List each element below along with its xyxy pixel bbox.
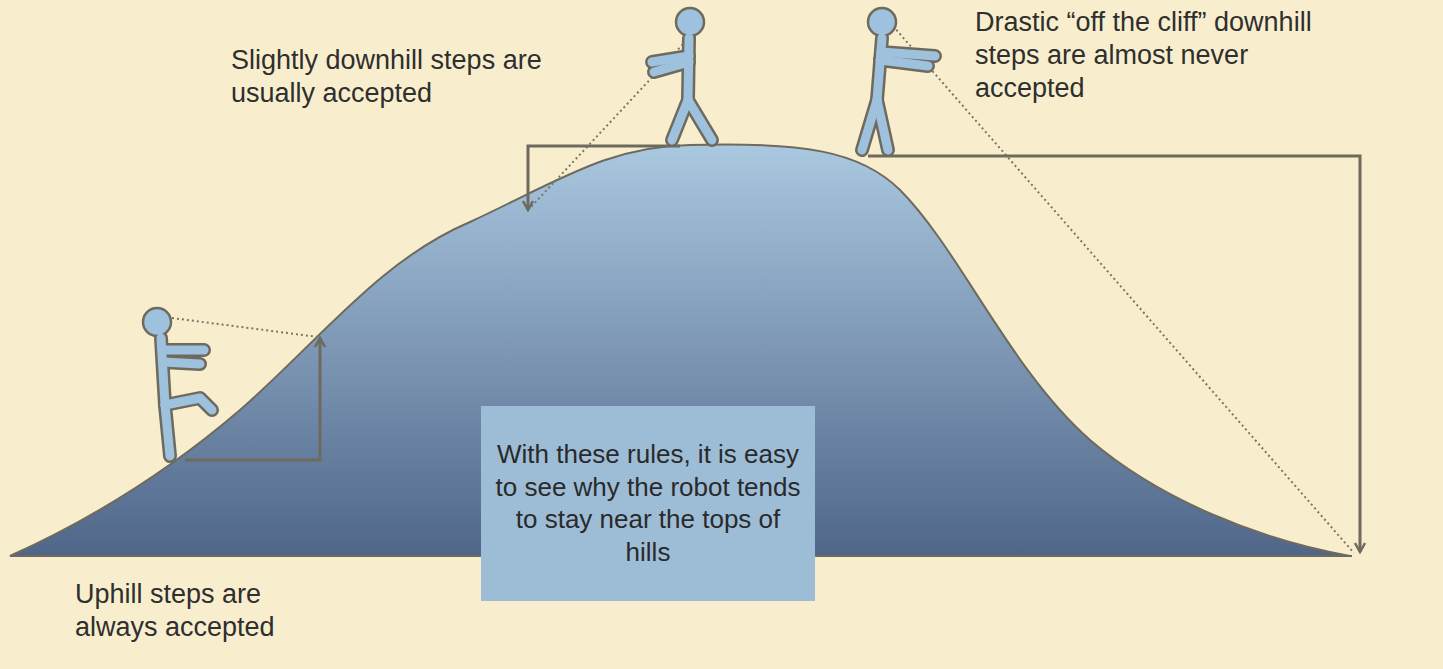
robot-limb	[688, 38, 689, 100]
robot-limb	[881, 52, 935, 56]
robot	[652, 8, 712, 140]
robot-limb	[672, 100, 688, 140]
robot	[143, 308, 212, 456]
robot-limb	[163, 362, 200, 364]
robot-limb	[688, 100, 712, 140]
robot-limb	[162, 346, 204, 355]
robot-limb	[877, 38, 882, 100]
note-label: Uphill steps are always accepted	[75, 578, 335, 644]
robot-limb	[877, 100, 888, 150]
robot-limb	[881, 52, 935, 56]
robot-head	[868, 8, 896, 36]
robot-limb	[877, 38, 882, 100]
robot-head	[676, 8, 704, 36]
robot-limb	[165, 405, 170, 456]
robot-limb	[688, 38, 689, 100]
robot-limb	[165, 398, 212, 410]
summary-box: With these rules, it is easy to see why …	[481, 406, 815, 601]
robot-limb	[688, 100, 712, 140]
robot-limb	[880, 60, 928, 66]
robot-head	[143, 308, 171, 336]
robot-figures	[143, 8, 935, 456]
note-label: Drastic “off the cliff” downhill steps a…	[975, 6, 1350, 105]
robot-limb	[880, 60, 928, 66]
robot-limb	[163, 362, 200, 364]
robot-limb	[162, 343, 204, 357]
robot-limb	[672, 100, 688, 140]
robot-limb	[877, 100, 888, 150]
robot-limb	[165, 398, 212, 410]
box-text: With these rules, it is easy to see why …	[491, 438, 805, 568]
robot-limb	[165, 405, 170, 456]
robot-limb	[654, 62, 689, 72]
note-label: Slightly downhill steps are usually acce…	[231, 44, 561, 110]
robot	[862, 8, 935, 150]
